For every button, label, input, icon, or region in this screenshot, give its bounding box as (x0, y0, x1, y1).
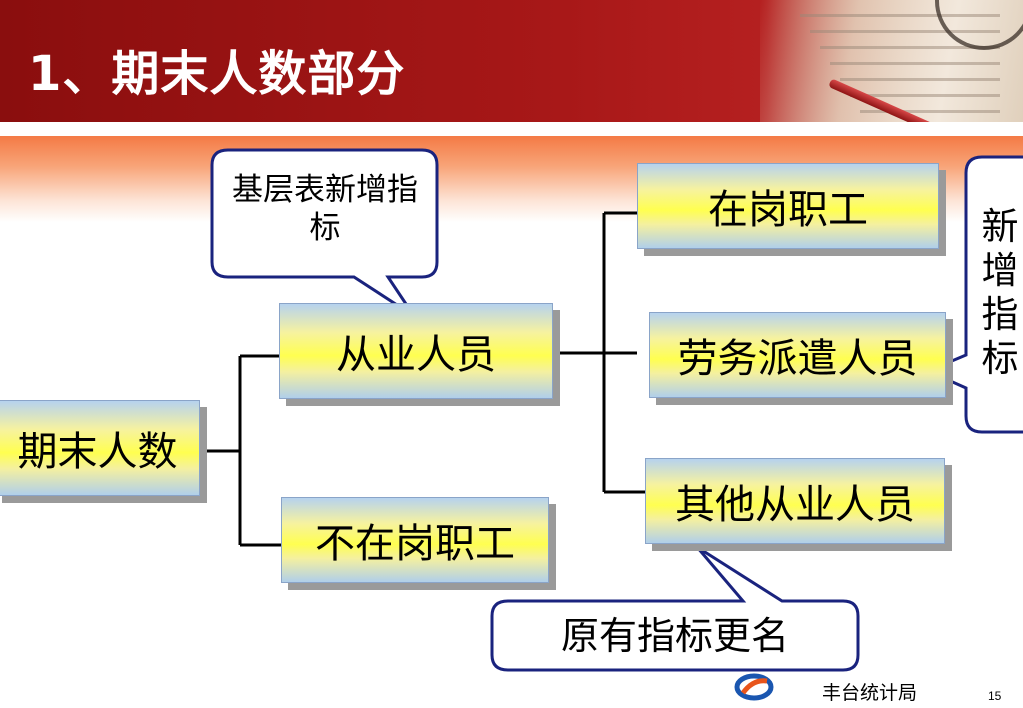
node-other-employees: 其他从业人员 (645, 458, 945, 544)
callout-bubble-right (924, 155, 1023, 434)
callout-text-new-indicator-top: 基层表新增指标 (232, 172, 418, 246)
org-name: 丰台统计局 (822, 682, 918, 704)
callout-text-new-indicator-right: 新增指标 (981, 205, 1019, 380)
callout-bubble-bottom (490, 545, 860, 672)
node-dispatched-workers: 劳务派遣人员 (649, 312, 946, 398)
node-on-post-staff: 在岗职工 (637, 163, 939, 249)
node-year-end-headcount: 期末人数 (0, 400, 200, 496)
page-title: 1、期末人数部分 (28, 46, 406, 102)
callout-bubble-top (210, 148, 439, 318)
callout-text-renamed-indicator: 原有指标更名 (560, 614, 789, 658)
node-employees: 从业人员 (279, 303, 553, 399)
bureau-logo-icon (734, 673, 774, 701)
page-number: 15 (988, 689, 1002, 703)
node-off-post-staff: 不在岗职工 (281, 497, 549, 583)
slide-header: 1、期末人数部分 (0, 0, 1023, 122)
